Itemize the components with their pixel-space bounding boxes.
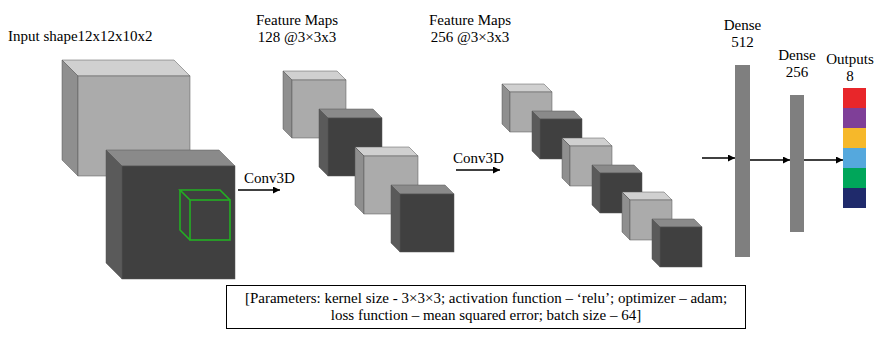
cube-top [62, 60, 190, 76]
flow-arrow [750, 159, 790, 161]
kernel-cube [180, 190, 230, 240]
output-unit [843, 168, 866, 188]
cube-top [502, 84, 552, 92]
feature-maps: Feature Maps128 @3×3x3 [280, 70, 456, 268]
cube-front [400, 194, 454, 252]
kernel-front [190, 200, 230, 240]
edge-label: Conv3D [451, 150, 506, 167]
output-unit [843, 108, 866, 128]
cube-side [622, 192, 630, 240]
feature-cube [652, 219, 702, 267]
output-unit [843, 88, 866, 108]
input-cube-front [106, 150, 235, 279]
cube-front [122, 166, 235, 279]
heading-text: 8 [820, 68, 880, 85]
cube-top [355, 147, 418, 156]
flow-arrow [456, 169, 500, 171]
layer-heading: Feature Maps256 @3×3x3 [410, 12, 530, 46]
cube-top [592, 165, 642, 173]
heading-text: Dense [703, 17, 783, 34]
layer-heading: Feature Maps128 @3×3x3 [237, 12, 357, 46]
output-unit [843, 128, 866, 148]
cube-top [391, 185, 454, 194]
kernel-top [180, 190, 230, 200]
output-layer: Outputs8 [843, 88, 866, 208]
layer-heading: Input shape12x12x10x2 [8, 28, 153, 45]
cube-top [652, 219, 702, 227]
cube-side [562, 138, 570, 186]
cube-side [319, 109, 328, 176]
dense-layer: Dense512 [735, 65, 750, 257]
input-volume: Input shape12x12x10x2 [58, 58, 238, 282]
heading-text: 256 @3×3x3 [410, 29, 530, 46]
heading-text: Dense [757, 47, 837, 64]
cube-side [652, 219, 660, 267]
flow-arrow [702, 157, 735, 159]
heading-text: 512 [703, 34, 783, 51]
cube-side [355, 147, 364, 214]
cube-side [283, 71, 292, 138]
output-unit [843, 148, 866, 168]
feature-cube [391, 185, 454, 252]
flow-arrow [804, 159, 843, 161]
cube-top [622, 192, 672, 200]
cube-top [532, 111, 582, 119]
layer-heading: Dense256 [757, 47, 837, 81]
heading-text: Feature Maps [237, 12, 357, 29]
heading-text: 128 @3×3x3 [237, 29, 357, 46]
cube-top [319, 109, 382, 118]
parameter-text: [Parameters: kernel size - 3×3×3; activa… [233, 290, 739, 324]
parameter-box: [Parameters: kernel size - 3×3×3; activa… [226, 285, 746, 329]
flow-arrow [238, 189, 280, 191]
heading-text: 256 [757, 64, 837, 81]
heading-text: Input shape12x12x10x2 [8, 28, 153, 45]
cube-front [660, 227, 702, 267]
dense-layer: Dense256 [790, 95, 804, 232]
heading-text: Outputs [820, 51, 880, 68]
cube-side [106, 150, 122, 279]
layer-heading: Outputs8 [820, 51, 880, 85]
kernel-side [180, 190, 190, 240]
cube-side [502, 84, 510, 132]
heading-text: Feature Maps [410, 12, 530, 29]
layer-heading: Dense512 [703, 17, 783, 51]
feature-maps: Feature Maps256 @3×3x3 [500, 84, 702, 268]
cube-top [283, 71, 346, 80]
edge-label: Conv3D [242, 170, 297, 187]
cube-side [592, 165, 600, 213]
cube-top [562, 138, 612, 146]
cube-top [106, 150, 235, 166]
output-unit [843, 188, 866, 208]
cube-side [532, 111, 540, 159]
cube-side [62, 60, 78, 176]
cube-side [391, 185, 400, 252]
